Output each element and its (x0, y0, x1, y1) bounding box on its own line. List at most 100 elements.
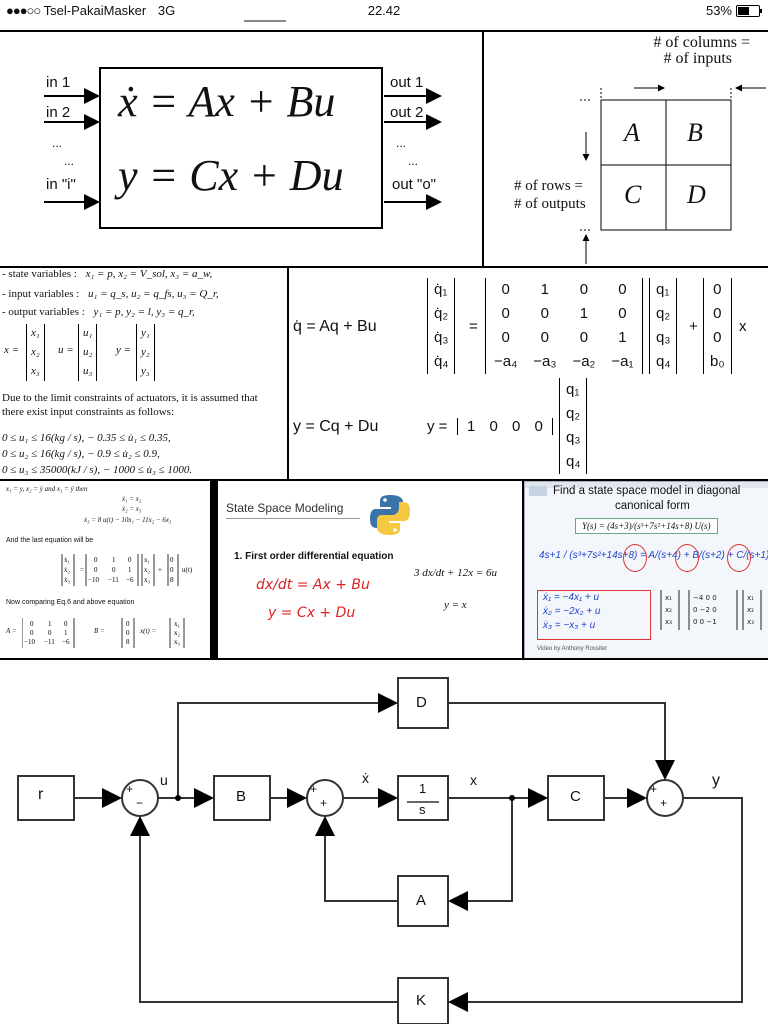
tile-separator (210, 481, 218, 659)
state-vars-line: - state variables : x₁ = p, x₂ = V_sol, … (2, 268, 212, 280)
svg-text:x₂: x₂ (174, 629, 181, 637)
carrier-name: Tsel-PakaiMasker (43, 3, 147, 18)
svg-text:−6: −6 (62, 638, 70, 646)
matrix-cell: 0 (618, 281, 627, 298)
svg-text:x₂: x₂ (144, 566, 151, 574)
vector-u-label: u = (58, 344, 74, 356)
vector-entry: 0 (713, 329, 722, 346)
equals-sign: = (469, 318, 478, 335)
matrix-cell: 0 (540, 329, 550, 346)
matrix-cell: −a₁ (611, 353, 634, 370)
svg-text:−10: −10 (24, 638, 35, 646)
q-vector-output: q₁ q₂ q₃ q₄ (559, 378, 588, 474)
matrix-cell: 1 (540, 281, 550, 298)
image-tile-abcd-grid[interactable]: # of columns = # of inputs # of rows = #… (484, 32, 768, 266)
input-label: in 2 (46, 104, 71, 121)
rows-label: # of rows = (514, 178, 583, 194)
vector-entry: q₂ (656, 305, 671, 322)
vector-entry: b₀ (710, 353, 725, 370)
grid-line (0, 30, 768, 32)
vector-entry: q₁ (656, 281, 670, 298)
abcd-grid-diagram (580, 84, 766, 264)
signal-y-label: y (712, 772, 720, 789)
state-equation: ẋ = Ax + Bu (118, 77, 336, 126)
block-d-label: D (416, 694, 427, 711)
image-tile-mimo-block[interactable]: in 1 in 2 ... ... in "i" out 1 out 2 ...… (0, 32, 482, 266)
vector-x-label: x = (4, 344, 20, 356)
vector-entry: q̇₄ (434, 353, 449, 370)
matrix-cell: 0 (579, 281, 589, 298)
input-vars-line: - input variables : u₁ = q_s, u₂ = q_fs,… (2, 288, 219, 300)
image-tile-variables[interactable]: - state variables : x₁ = p, x₂ = V_sol, … (0, 268, 287, 479)
slide-title-2: canonical form (615, 500, 690, 512)
matrix-cell: 0 (501, 329, 510, 346)
vector-entry: q̇₃ (434, 329, 449, 346)
matrix-cell: −a₃ (533, 353, 557, 370)
status-bar: ●●●○○ Tsel-PakaiMasker 3G 22.42 53% (0, 0, 768, 22)
svg-text:−11: −11 (108, 576, 119, 584)
input-label: in 1 (46, 74, 71, 91)
svg-text:=: = (80, 566, 84, 574)
battery-area: 53% (705, 3, 762, 18)
handwritten-output-eq: y = Cx + Du (268, 605, 356, 621)
svg-text:ẋ₂: ẋ₂ (64, 566, 71, 574)
title-underline (226, 518, 360, 519)
vector-entry: x₃ (31, 365, 40, 377)
vector-entry: q₃ (656, 329, 671, 346)
output-equation: y = x (444, 599, 467, 611)
svg-text:x₂: x₂ (747, 606, 754, 614)
grid-line (287, 266, 289, 480)
vector-entry: x₁ (31, 327, 40, 339)
sum-plus: + (320, 796, 328, 810)
vector-entry: q₄ (566, 453, 581, 470)
svg-text:x₁: x₁ (144, 556, 150, 564)
svg-text:8: 8 (170, 576, 174, 584)
handwritten-partial-fraction: 4s+1 / (s³+7s²+14s+8) = A/(s+4) + B/(s+2… (539, 550, 768, 561)
svg-text:ẋ₃: ẋ₃ (64, 576, 71, 584)
input-label: in "i" (46, 176, 76, 193)
output-label: out 2 (390, 104, 424, 121)
matrix-row: −a₄−a₃−a₂−a₁ (486, 350, 643, 374)
svg-text:0: 0 (112, 566, 116, 574)
matrix-cell: 1 (579, 305, 589, 322)
svg-text:0: 0 (126, 629, 130, 637)
transfer-function-box: Y(s) = (4s+3)/(s³+7s²+14s+8) U(s) (575, 518, 718, 534)
python-logo-icon (370, 495, 410, 535)
constraint-paragraph-2: there exist input constraints as follows… (2, 406, 174, 418)
block-k-label: K (416, 992, 427, 1009)
image-tile-block-diagram[interactable]: r + − u B + + ẋ 1 s x C + + y D A K (0, 660, 768, 1024)
vector-entry: y₃ (141, 365, 150, 377)
university-logo-icon (529, 486, 547, 496)
feedback-block-diagram (17, 677, 743, 1024)
vector-entry: u₃ (83, 365, 93, 377)
image-tile-diagonal-form[interactable]: Find a state space model in diagonal can… (524, 481, 768, 661)
columns-label-2: # of inputs (663, 50, 732, 67)
block-r (17, 775, 75, 821)
input-ellipsis: ... (64, 154, 75, 168)
matrix-cell: −a₂ (572, 353, 596, 370)
svg-text:x₁: x₁ (174, 620, 180, 628)
image-tile-slide-modeling[interactable]: State Space Modeling 1. First order diff… (218, 481, 522, 659)
a-label: A = (6, 627, 17, 635)
video-credit: Video by Anthony Rossiter (537, 646, 608, 652)
vector-y: y₁ y₂ y₃ (136, 324, 155, 381)
svg-text:0: 0 (170, 566, 174, 574)
svg-text:0: 0 (64, 620, 68, 628)
grid-line (0, 266, 768, 268)
c-row-vector: 1 0 0 0 (457, 418, 553, 435)
image-tile-derivation[interactable]: x₁ = y, x₂ = ẏ and x₃ = ÿ then ẋ₁ = x₂ ẋ… (0, 481, 210, 659)
ode-equation: 3 dx/dt + 12x = 6u (414, 567, 497, 579)
input-vars-eq: u₁ = q_s, u₂ = q_fs, u₃ = Q_r, (88, 288, 219, 300)
battery-icon (736, 4, 762, 17)
sum-plus: + (126, 782, 134, 796)
battery-percent: 53% (705, 3, 732, 18)
block-b-label: B (236, 788, 247, 805)
vector-entry: y₁ (141, 327, 150, 339)
circled-coefficient-c (727, 544, 751, 572)
svg-text:−10: −10 (88, 576, 99, 584)
